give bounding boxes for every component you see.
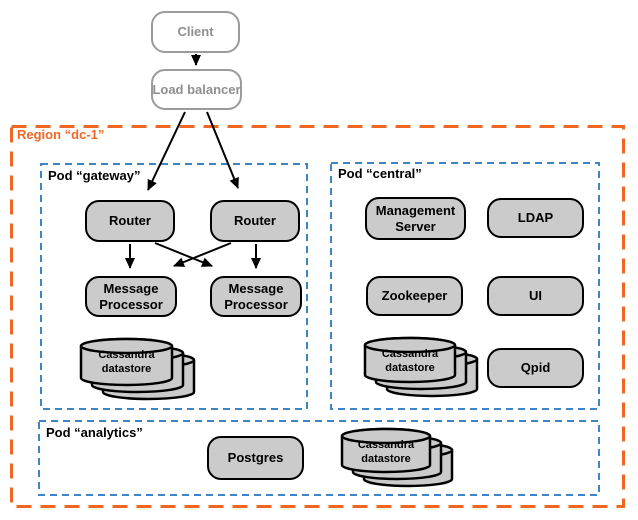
cylinder-front <box>363 336 457 384</box>
ui-node: UI <box>487 276 584 316</box>
cylinder-front <box>79 337 174 387</box>
cassandra-datastore-label-analytics: Cassandra datastore <box>357 439 415 465</box>
cassandra-cylinder-stack-central <box>363 336 479 398</box>
client-node: Client <box>151 11 240 53</box>
management-server-node: Management Server <box>365 197 466 240</box>
message-processor-node-1: Message Processor <box>85 276 177 317</box>
region-dc1-border <box>10 125 625 508</box>
pod-analytics-border <box>38 420 600 496</box>
region-dc1-label: Region “dc-1” <box>17 127 105 142</box>
router-node-1: Router <box>85 200 175 242</box>
arrow-loadbalancer-to-router-left <box>147 111 186 191</box>
message-processor-node-2: Message Processor <box>210 276 302 317</box>
postgres-node: Postgres <box>207 436 304 480</box>
ldap-node: LDAP <box>487 198 584 238</box>
zookeeper-node: Zookeeper <box>366 276 463 316</box>
cylinder-front <box>340 427 432 474</box>
cassandra-cylinder-stack-analytics <box>340 427 454 488</box>
pod-central-border <box>330 162 600 410</box>
cassandra-datastore-label-gateway: Cassandra datastore <box>98 349 155 375</box>
pod-analytics-label: Pod “analytics” <box>46 425 143 440</box>
arrow-router-left-to-mp-right <box>154 242 213 267</box>
arrow-router-right-to-mp-left <box>173 242 232 267</box>
arrow-loadbalancer-to-router-right <box>206 111 239 189</box>
qpid-node: Qpid <box>487 348 584 388</box>
pod-central-label: Pod “central” <box>338 166 422 181</box>
load-balancer-node: Load balancer <box>151 69 242 110</box>
router-node-2: Router <box>210 200 300 242</box>
cassandra-datastore-label-central: Cassandra datastore <box>381 348 439 374</box>
cassandra-cylinder-stack-gateway <box>79 337 196 401</box>
pod-gateway-border <box>40 163 308 410</box>
pod-gateway-label: Pod “gateway” <box>48 168 141 183</box>
